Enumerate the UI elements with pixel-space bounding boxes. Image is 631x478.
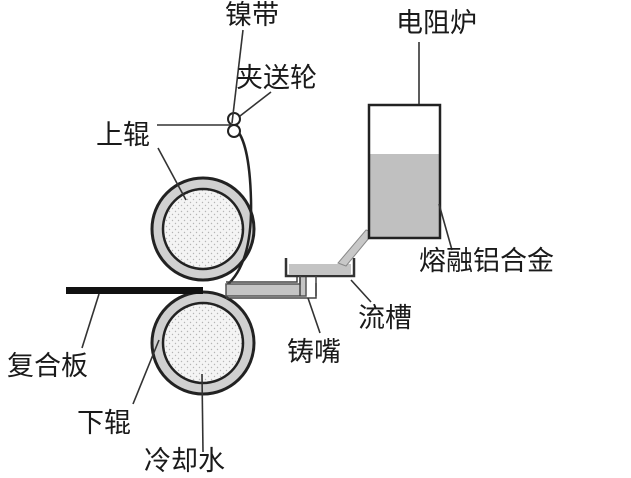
launder [284,258,356,296]
label-clad-plate: 复合板 [7,351,88,382]
leader-lines [81,29,453,453]
label-resistance-furnace: 电阻炉 [396,8,477,39]
upper-roll [150,176,256,282]
label-casting-nozzle: 铸嘴 [287,337,341,368]
resistance-furnace [367,103,442,240]
nickel-strip [225,124,253,287]
label-upper-roll: 上辊 [96,120,150,151]
label-nickel-strip: 镍带 [225,0,279,31]
label-feed-rollers: 夹送轮 [236,63,317,94]
label-molten-alloy: 熔融铝合金 [419,246,554,277]
lower-roll [150,290,256,396]
feed-rollers [227,112,241,138]
clad-plate [66,287,203,294]
label-launder: 流槽 [358,303,412,334]
label-lower-roll: 下辊 [77,408,131,439]
label-cooling-water: 冷却水 [144,446,225,477]
